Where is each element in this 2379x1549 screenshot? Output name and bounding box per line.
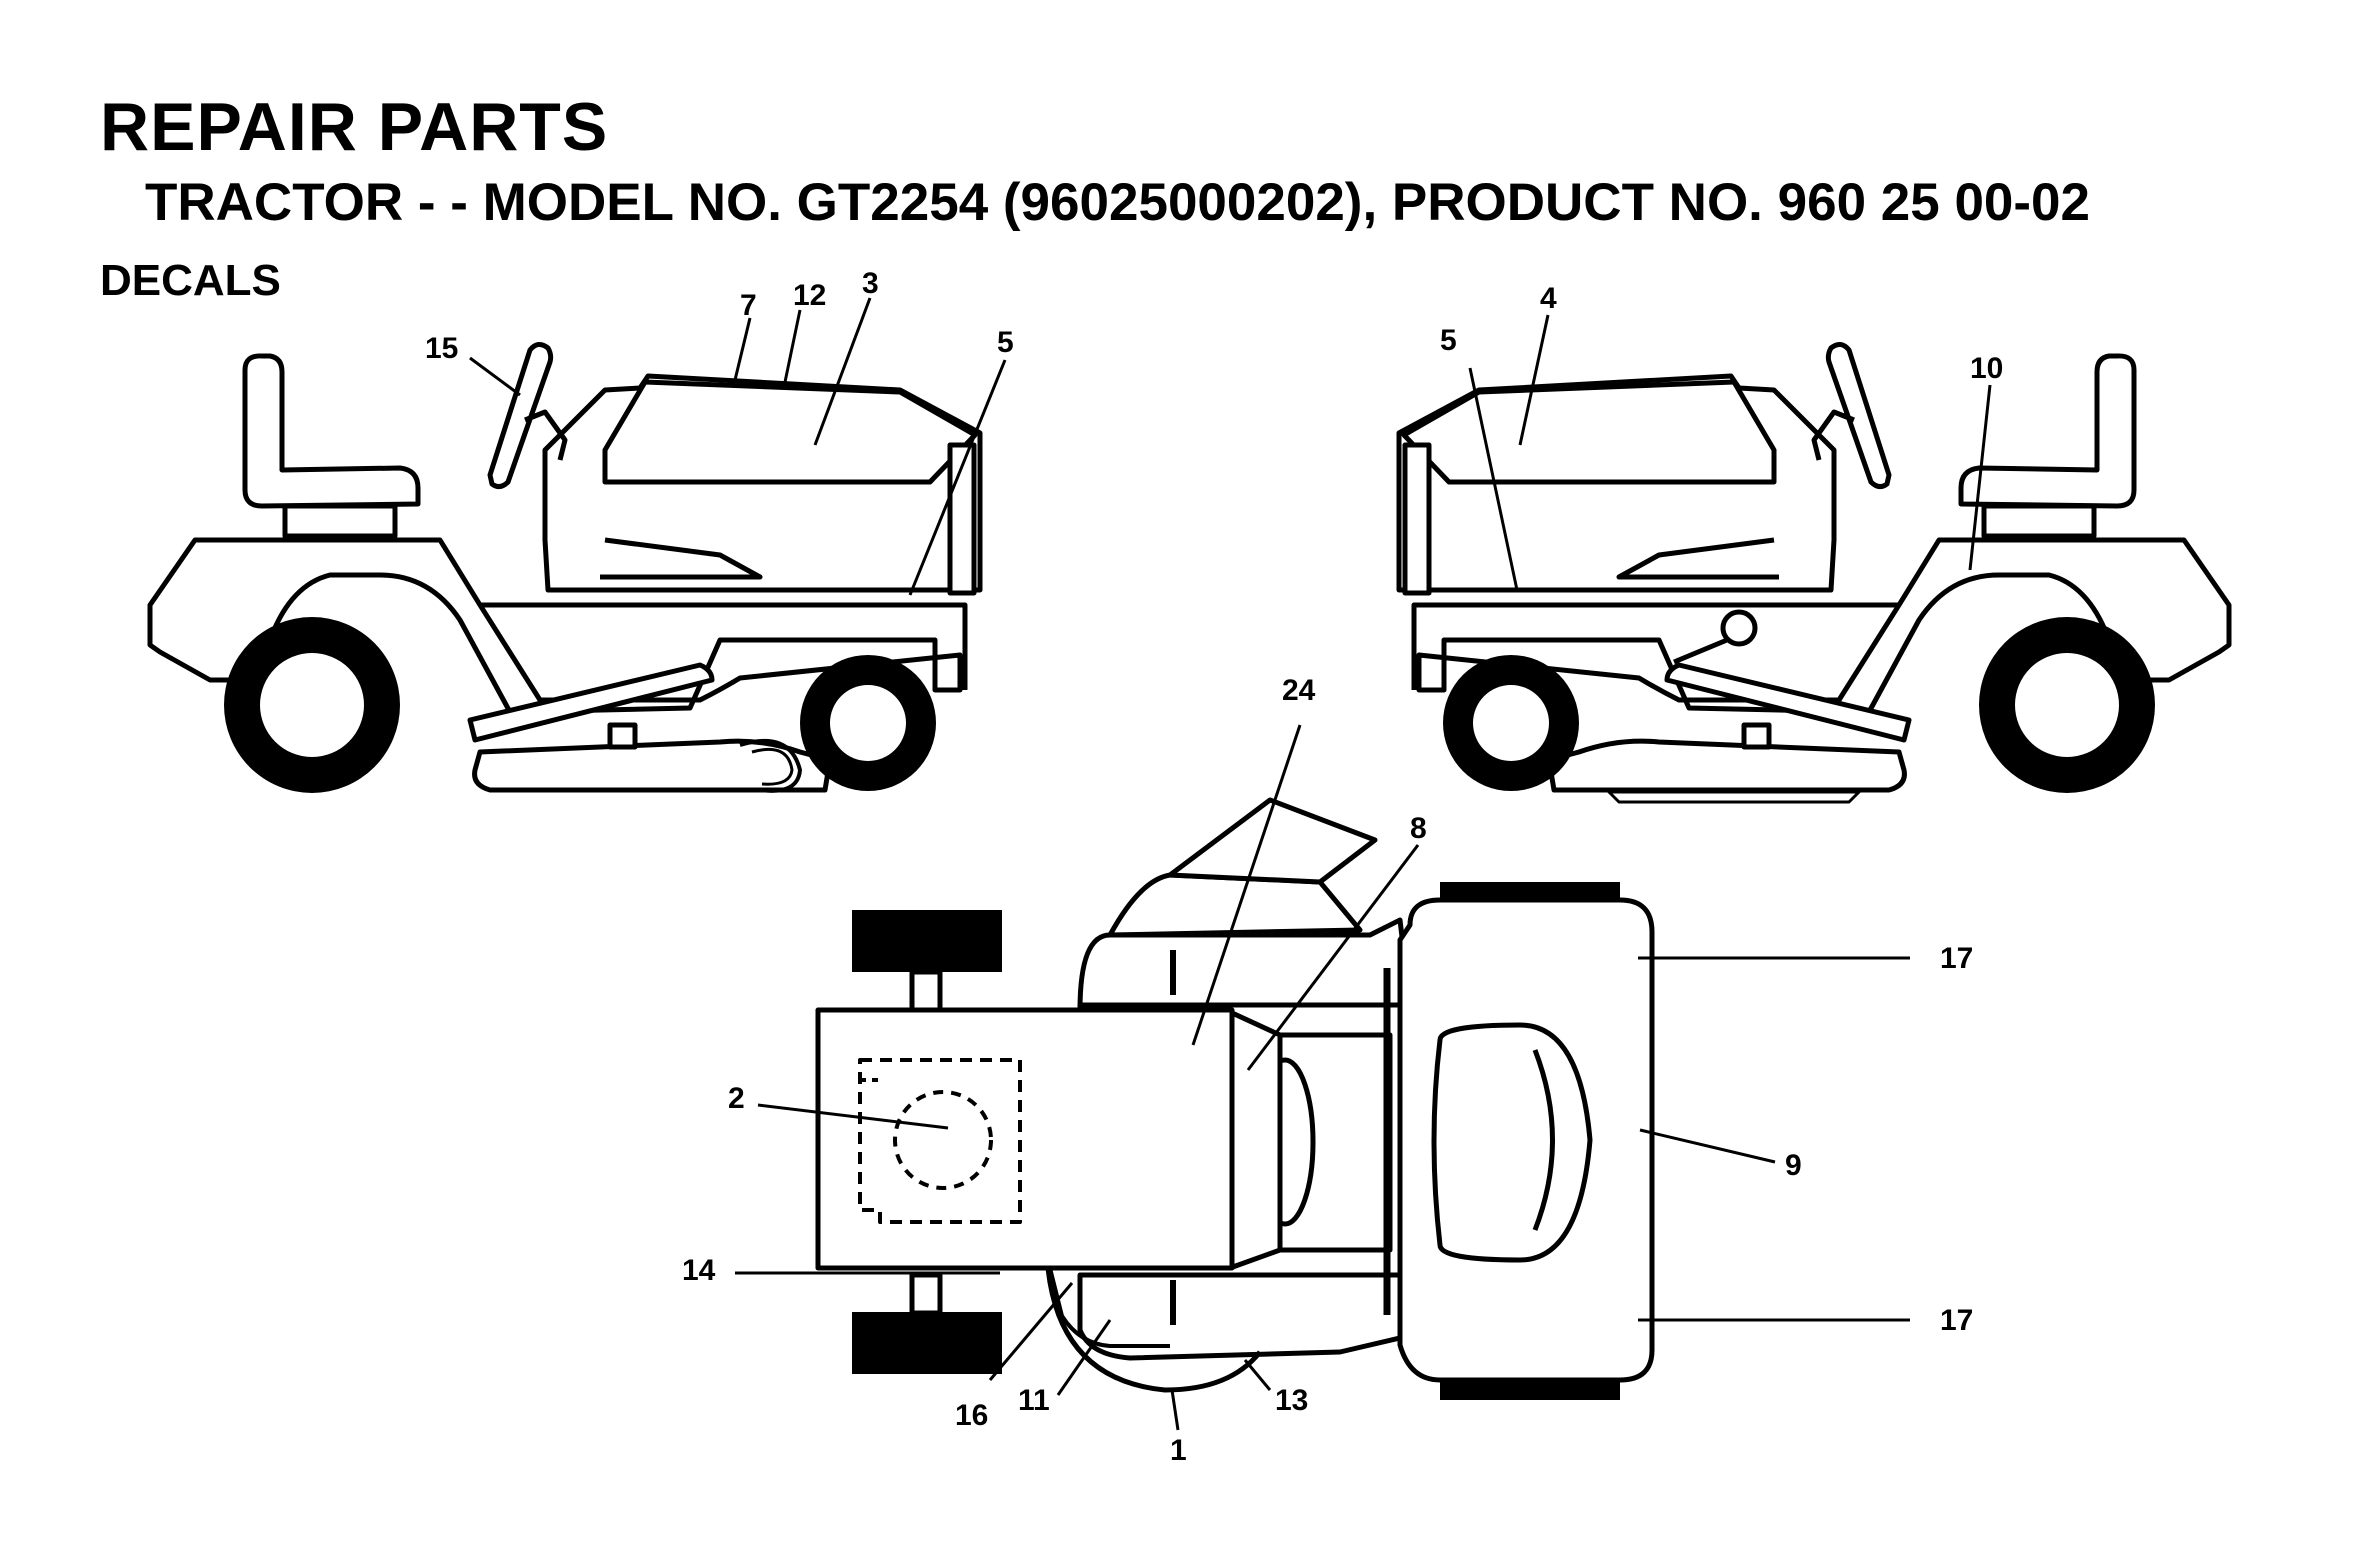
callout-13: 13 bbox=[1275, 1384, 1308, 1417]
callout-17-lower: 17 bbox=[1940, 1304, 1973, 1337]
front-wheel-top-lower bbox=[852, 1312, 1002, 1374]
steering-wheel-left bbox=[487, 342, 554, 490]
callouts: 15 7 12 3 5 4 5 10 24 8 17 17 9 2 14 16 … bbox=[425, 267, 2003, 1467]
callout-11: 11 bbox=[1018, 1384, 1050, 1417]
page-title: REPAIR PARTS bbox=[100, 89, 609, 165]
callout-16: 16 bbox=[955, 1399, 988, 1432]
leader-lines bbox=[469, 297, 1992, 1431]
tractor-top-view bbox=[815, 797, 1655, 1400]
callout-1: 1 bbox=[1170, 1434, 1187, 1467]
tractor-left-side-view bbox=[147, 342, 983, 793]
callout-4: 4 bbox=[1540, 282, 1557, 315]
callout-12: 12 bbox=[793, 279, 826, 312]
front-wheel-top-upper bbox=[852, 910, 1002, 972]
callout-5-left: 5 bbox=[997, 326, 1014, 359]
callout-14: 14 bbox=[682, 1254, 716, 1287]
callout-15: 15 bbox=[425, 332, 458, 365]
callout-8: 8 bbox=[1410, 812, 1427, 845]
mower-deck-top bbox=[1045, 1267, 1262, 1393]
steering-wheel-right bbox=[1825, 342, 1892, 490]
callout-2: 2 bbox=[728, 1082, 745, 1115]
section-heading: DECALS bbox=[100, 256, 281, 305]
seat-top bbox=[1431, 1022, 1593, 1263]
tractor-right-side-view bbox=[1396, 342, 2232, 804]
callout-9: 9 bbox=[1785, 1149, 1802, 1182]
callout-5-right: 5 bbox=[1440, 324, 1457, 357]
seat-left bbox=[242, 353, 421, 509]
grille-right bbox=[1402, 442, 1432, 596]
callout-3: 3 bbox=[862, 267, 879, 300]
mower-deck-right bbox=[1546, 738, 1907, 793]
discharge-chute bbox=[1107, 872, 1363, 938]
callout-17-upper: 17 bbox=[1940, 942, 1973, 975]
hood-top bbox=[815, 1007, 1235, 1271]
callout-10: 10 bbox=[1970, 352, 2003, 385]
seat-right bbox=[1958, 353, 2137, 509]
callout-24: 24 bbox=[1282, 674, 1316, 707]
model-subtitle: TRACTOR - - MODEL NO. GT2254 (9602500020… bbox=[145, 173, 2091, 232]
callout-7: 7 bbox=[740, 289, 757, 322]
